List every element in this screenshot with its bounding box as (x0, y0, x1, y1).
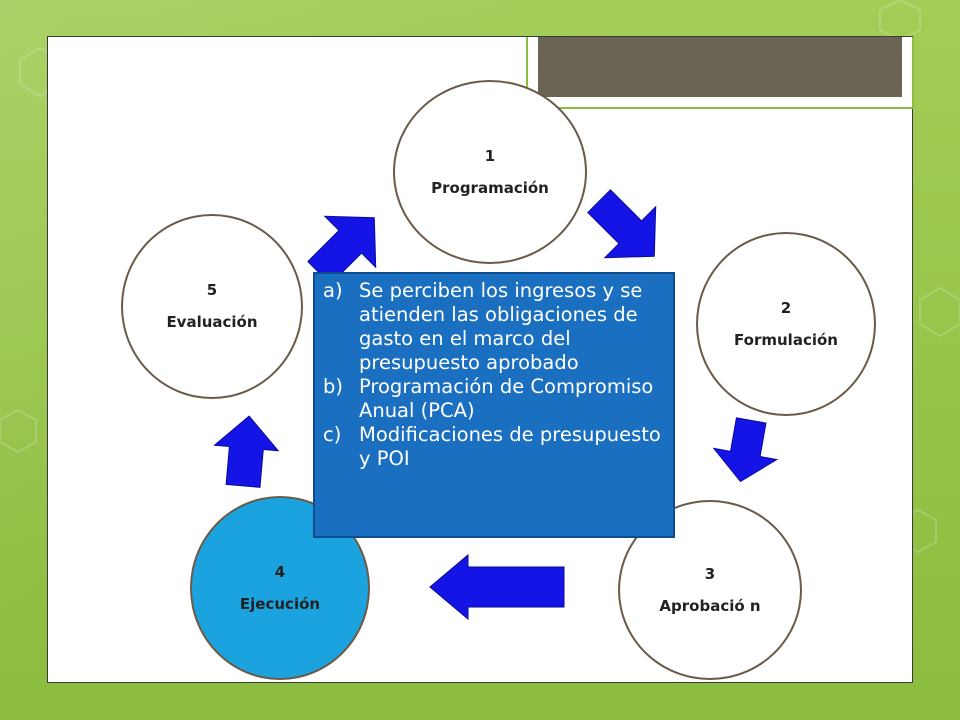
list-marker: c) (323, 423, 342, 446)
stage-label: Aprobació n (659, 596, 761, 615)
list-text: Se perciben los ingresos y se atienden l… (359, 279, 643, 374)
arrow-2-to-3 (712, 417, 779, 483)
list-item: b) Programación de Compromiso Anual (PCA… (323, 375, 669, 423)
stage-circle-formulacion: 2 Formulación (696, 232, 876, 416)
stage-number: 3 (704, 564, 716, 583)
stage-number: 1 (484, 146, 496, 165)
stage-number: 4 (274, 562, 286, 581)
stage-label: Programación (431, 178, 549, 197)
list-text: Programación de Compromiso Anual (PCA) (359, 375, 654, 422)
list-marker: a) (323, 279, 343, 302)
title-tab (526, 37, 914, 109)
title-tab-fill (538, 37, 902, 97)
arrow-4-to-5 (213, 415, 280, 488)
list-item: a) Se perciben los ingresos y se atiende… (323, 279, 669, 375)
execution-info-box: a) Se perciben los ingresos y se atiende… (313, 272, 675, 538)
arrow-1-to-2 (587, 189, 657, 259)
list-marker: b) (323, 375, 343, 398)
stage-label: Evaluación (166, 313, 258, 331)
stage-number: 2 (780, 298, 792, 317)
stage-circle-evaluacion: 5 Evaluación (121, 214, 303, 399)
stage-label: Formulación (734, 330, 838, 349)
list-text: Modificaciones de presupuesto y POI (359, 423, 661, 470)
list-item: c) Modificaciones de presupuesto y POI (323, 423, 669, 471)
stage-circle-programacion: 1 Programación (393, 80, 587, 264)
arrow-3-to-4 (429, 553, 565, 621)
stage-number: 5 (206, 281, 218, 299)
stage-label: Ejecución (239, 594, 321, 613)
